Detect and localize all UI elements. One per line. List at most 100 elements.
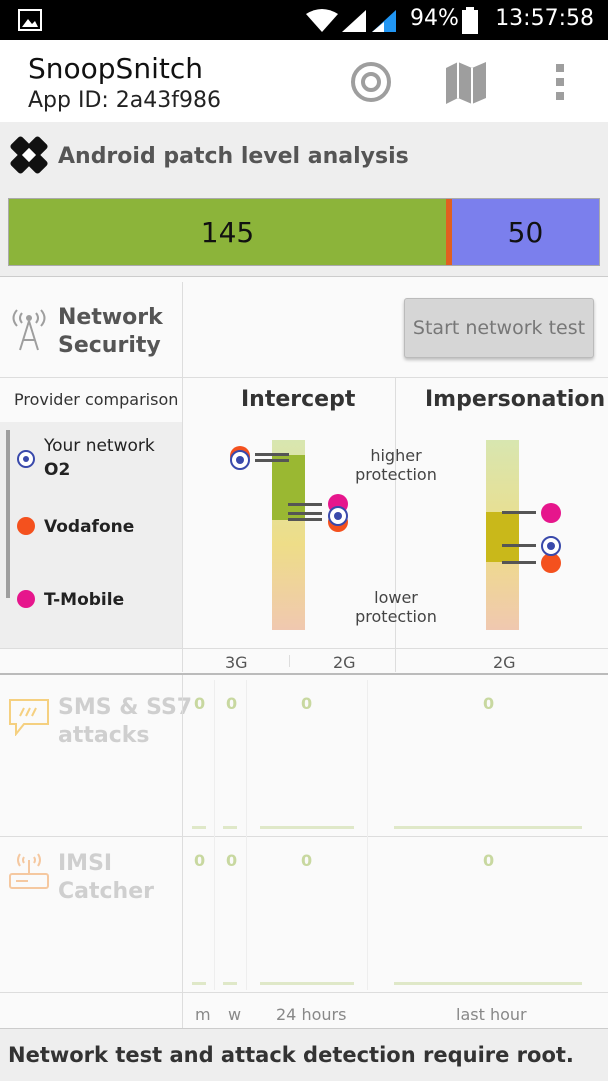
marker-tick xyxy=(502,561,536,564)
imsi-bar xyxy=(260,982,354,985)
patch-ok-count: 145 xyxy=(200,215,255,249)
divider xyxy=(182,675,183,1028)
patch-missing-segment: 50 xyxy=(452,199,599,265)
patch-unknown-segment xyxy=(446,199,452,265)
marker-vodafone xyxy=(541,553,561,573)
patch-level-section[interactable]: Android patch level analysis 145 50 xyxy=(0,122,608,277)
axis-last-hour: last hour xyxy=(456,1005,527,1024)
divider xyxy=(395,377,396,672)
sms-count-last-hour: 0 xyxy=(483,694,495,713)
provider-comparison-header: Provider comparison Intercept Impersonat… xyxy=(0,377,608,422)
marker-tick xyxy=(288,503,322,506)
divider xyxy=(0,992,608,993)
antenna-icon xyxy=(12,309,46,351)
provider-dot-o2 xyxy=(17,450,35,468)
imsi-bar xyxy=(192,982,206,985)
provider-name-tmobile: T-Mobile xyxy=(44,590,125,610)
sms-bar xyxy=(192,826,206,829)
sms-count-month: 0 xyxy=(194,694,206,713)
patch-bar: 145 50 xyxy=(8,198,600,266)
divider xyxy=(0,648,608,649)
overflow-menu-icon[interactable] xyxy=(552,60,568,104)
patch-ok-segment: 145 xyxy=(9,199,446,265)
divider xyxy=(367,680,368,990)
divider xyxy=(0,377,608,378)
sms-bar xyxy=(223,826,237,829)
impersonation-range-2g xyxy=(486,512,519,562)
marker-tick xyxy=(288,512,322,515)
provider-dot-vodafone xyxy=(17,517,35,535)
provider-name-o2: O2 xyxy=(44,460,71,480)
app-bar: SnoopSnitch App ID: 2a43f986 xyxy=(0,40,608,123)
marker-tick xyxy=(288,518,322,521)
provider-name-vodafone: Vodafone xyxy=(44,517,135,537)
network-label-line1: Network xyxy=(58,305,163,330)
axis-week: w xyxy=(228,1005,242,1024)
imsi-count-24h: 0 xyxy=(301,851,313,870)
col-label-2g-impersonation: 2G xyxy=(493,653,516,672)
root-required-banner: Network test and attack detection requir… xyxy=(0,1028,608,1081)
provider-dot-tmobile xyxy=(17,590,35,608)
marker-o2 xyxy=(230,450,250,470)
imsi-count-last-hour: 0 xyxy=(483,851,495,870)
signal-2-icon xyxy=(372,10,396,32)
network-label-line2: Security xyxy=(58,333,161,358)
col-label-3g: 3G xyxy=(225,653,248,672)
marker-o2 xyxy=(541,536,561,556)
divider xyxy=(246,680,247,990)
target-icon[interactable] xyxy=(349,60,393,104)
image-notification-icon xyxy=(18,9,42,31)
status-bar: 94% 13:57:58 xyxy=(0,0,608,40)
axis-24-hours: 24 hours xyxy=(276,1005,347,1024)
marker-o2 xyxy=(328,506,348,526)
provider-comparison-label: Provider comparison xyxy=(14,390,179,409)
imsi-count-month: 0 xyxy=(194,851,206,870)
marker-tick xyxy=(255,453,289,456)
divider xyxy=(0,836,608,837)
divider xyxy=(0,673,608,675)
bandage-icon xyxy=(10,136,48,174)
divider xyxy=(182,377,183,672)
divider xyxy=(289,655,290,667)
sms-bar xyxy=(394,826,582,829)
marker-tick xyxy=(255,459,289,462)
intercept-header: Intercept xyxy=(241,387,356,412)
axis-month: m xyxy=(195,1005,211,1024)
app-id: App ID: 2a43f986 xyxy=(28,88,222,113)
start-network-test-button[interactable]: Start network test xyxy=(404,298,594,358)
selection-bar xyxy=(6,430,10,598)
battery-icon xyxy=(462,7,478,34)
app-title: SnoopSnitch xyxy=(28,52,203,85)
network-security-section: Network Security Start network test xyxy=(0,282,608,378)
sms-count-24h: 0 xyxy=(301,694,313,713)
marker-tick xyxy=(502,511,536,514)
clock: 13:57:58 xyxy=(495,6,594,31)
patch-missing-count: 50 xyxy=(507,215,544,249)
root-required-message: Network test and attack detection requir… xyxy=(8,1043,574,1067)
wifi-icon xyxy=(306,9,338,32)
imsi-catcher-icon xyxy=(9,853,49,889)
network-security-label: Network Security xyxy=(58,304,163,360)
battery-percent: 94% xyxy=(410,6,459,31)
divider xyxy=(214,680,215,990)
sms-bar xyxy=(260,826,354,829)
col-label-2g-intercept: 2G xyxy=(333,653,356,672)
patch-title: Android patch level analysis xyxy=(58,144,409,169)
divider xyxy=(182,282,183,377)
marker-tick xyxy=(502,544,536,547)
imsi-bar xyxy=(394,982,582,985)
intercept-range-3g xyxy=(272,455,305,520)
your-network-label: Your network xyxy=(44,436,155,456)
imsi-count-week: 0 xyxy=(226,851,238,870)
provider-list: Your network O2 Vodafone T-Mobile xyxy=(0,422,182,648)
impersonation-header: Impersonation xyxy=(425,387,606,412)
sms-count-week: 0 xyxy=(226,694,238,713)
imsi-bar xyxy=(223,982,237,985)
marker-tmobile xyxy=(541,503,561,523)
sms-icon xyxy=(9,699,49,736)
map-icon[interactable] xyxy=(444,60,488,104)
